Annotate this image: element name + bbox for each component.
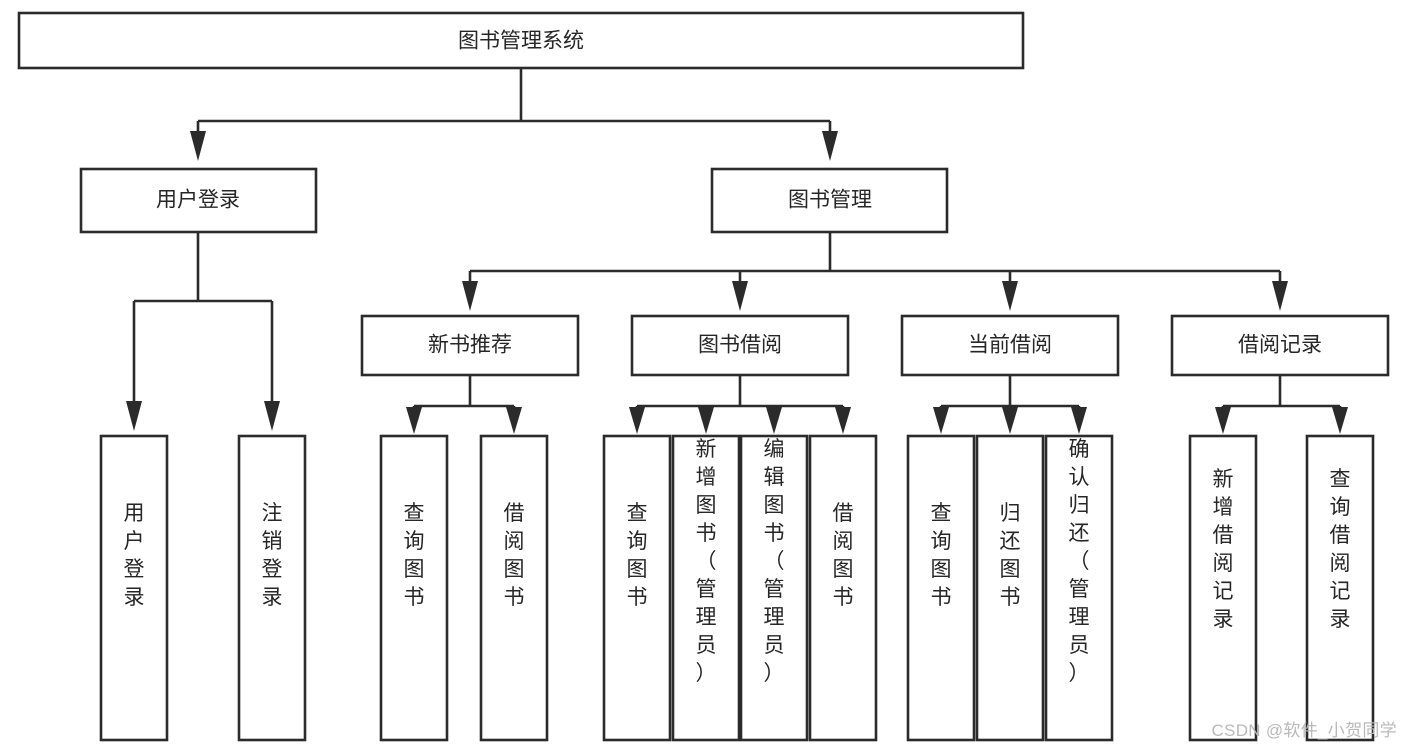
connector-bookmgmt-to-level3 [462, 232, 1288, 311]
leaf-label: 借阅图书 [504, 502, 525, 609]
leaf-node[interactable]: 查询借阅记录 [1305, 434, 1375, 742]
node-label-current-borrow: 当前借阅 [968, 334, 1052, 357]
leaf-node[interactable]: 借阅图书 [479, 434, 549, 742]
connector-borrowrecords-to-leaves [1215, 375, 1348, 434]
node-label-book-management: 图书管理 [788, 189, 872, 212]
arrow-head-icon [732, 281, 748, 311]
leaf-label: 用户登录 [124, 502, 145, 609]
node-borrow-records[interactable]: 借阅记录 [1170, 314, 1390, 377]
node-label-book-borrow: 图书借阅 [698, 334, 782, 357]
leaf-label: 查询图书 [931, 502, 952, 609]
leaf-label: 注销登录 [262, 502, 283, 609]
leaf-label: 查询图书 [627, 502, 648, 609]
node-label-borrow-records: 借阅记录 [1238, 334, 1322, 357]
leaf-label: 借阅图书 [833, 502, 854, 609]
node-current-borrow[interactable]: 当前借阅 [900, 314, 1120, 377]
connector-currentborrow-to-leaves [933, 375, 1087, 434]
node-label-root: 图书管理系统 [458, 30, 584, 53]
leaf-label: 新增借阅记录 [1213, 468, 1234, 631]
arrow-head-icon [506, 407, 522, 434]
node-user-login[interactable]: 用户登录 [79, 167, 318, 234]
leaf-label: 查询图书 [404, 502, 425, 609]
leaf-node[interactable]: 注销登录 [237, 434, 307, 742]
leaf-node[interactable]: 确认归还（管理员） [1044, 434, 1114, 742]
connector-newbook-to-leaves [406, 375, 522, 434]
node-label-user-login: 用户登录 [156, 189, 240, 212]
arrow-head-icon [264, 401, 280, 431]
watermark-text: CSDN @软件_小贺同学 [1211, 721, 1397, 740]
leaf-node[interactable]: 查询图书 [602, 434, 672, 742]
arrow-head-icon [126, 401, 142, 431]
node-root-system[interactable]: 图书管理系统 [17, 11, 1025, 70]
leaf-node[interactable]: 用户登录 [99, 434, 169, 742]
connector-userlogin-to-leaves [126, 232, 280, 431]
arrow-head-icon [1332, 407, 1348, 434]
arrow-head-icon [698, 407, 714, 434]
arrow-head-icon [1002, 407, 1018, 434]
arrow-head-icon [406, 407, 422, 434]
leaf-label: 确认归还（管理员） [1069, 438, 1090, 685]
connector-root-to-level2 [190, 68, 838, 161]
arrow-head-icon [190, 131, 206, 161]
arrow-head-icon [835, 407, 851, 434]
arrow-head-icon [1002, 281, 1018, 311]
leaf-label: 查询借阅记录 [1330, 468, 1351, 631]
leaf-label: 编辑图书（管理员） [764, 438, 785, 685]
connector-bookborrow-to-leaves [629, 375, 851, 434]
leaf-label: 新增图书（管理员） [696, 438, 717, 685]
leaf-node[interactable]: 借阅图书 [808, 434, 878, 742]
leaf-node[interactable]: 查询图书 [906, 434, 976, 742]
leaf-node[interactable]: 查询图书 [379, 434, 449, 742]
node-book-borrow[interactable]: 图书借阅 [630, 314, 850, 377]
node-label-new-book-recommend: 新书推荐 [428, 334, 512, 357]
leaf-node[interactable]: 归还图书 [975, 434, 1045, 742]
leaf-node[interactable]: 新增借阅记录 [1188, 434, 1258, 742]
leaf-node[interactable]: 编辑图书（管理员） [739, 434, 809, 742]
arrow-head-icon [766, 407, 782, 434]
arrow-head-icon [629, 407, 645, 434]
arrow-head-icon [1071, 407, 1087, 434]
arrow-head-icon [1215, 407, 1231, 434]
leaf-node[interactable]: 新增图书（管理员） [671, 434, 741, 742]
leaf-label: 归还图书 [1000, 502, 1021, 609]
arrow-head-icon [933, 407, 949, 434]
node-new-book-recommend[interactable]: 新书推荐 [360, 314, 580, 377]
arrow-head-icon [822, 131, 838, 161]
node-book-management[interactable]: 图书管理 [710, 167, 949, 234]
arrow-head-icon [1272, 281, 1288, 311]
arrow-head-icon [462, 281, 478, 311]
